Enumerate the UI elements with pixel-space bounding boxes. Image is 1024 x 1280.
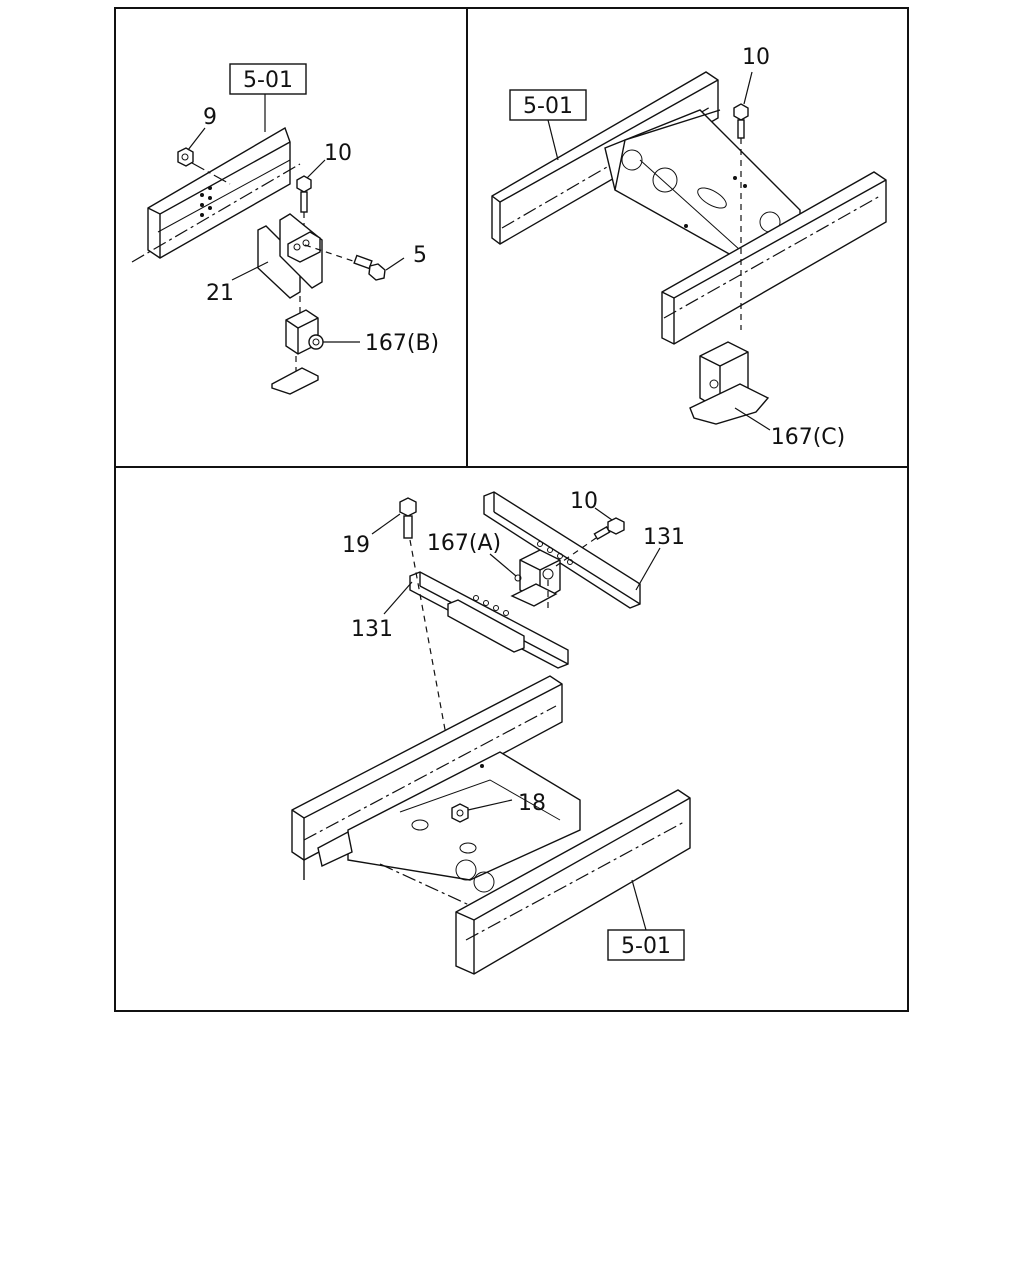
bracket-131-right: 131 (483, 491, 685, 609)
rail-centerline (131, 163, 301, 263)
callout-10-tl: 10 (324, 141, 352, 166)
bolt-5: 5 (304, 243, 427, 281)
callout-18: 18 (518, 791, 546, 816)
panel-top-left: 5-01 9 10 21 (131, 63, 439, 395)
diagram-outer-frame (114, 7, 909, 1012)
frame-ref-box-3: 5-01 (607, 879, 685, 961)
panel-top-right: 5-01 10 167(C) (491, 45, 887, 450)
callout-167c: 167(C) (771, 425, 846, 450)
callout-19: 19 (342, 533, 370, 558)
frame-ref-box-2: 5-01 (509, 89, 587, 161)
bolt-10-bottom: 10 (555, 489, 625, 567)
cushion-167b: 167(B) (271, 296, 439, 395)
callout-10-tr: 10 (742, 45, 770, 70)
callout-167a: 167(A) (427, 531, 501, 556)
bracket-21: 21 (206, 213, 323, 306)
cushion-167a: 167(A) (427, 531, 561, 612)
callout-5: 5 (413, 243, 427, 268)
bolt-10-top-left: 10 (296, 141, 352, 240)
cushion-167c: 167(C) (689, 341, 846, 450)
crossmember (604, 109, 801, 261)
callout-131-right: 131 (643, 525, 685, 550)
callout-167b: 167(B) (365, 331, 439, 356)
frame-ref-label-3: 5-01 (621, 934, 671, 959)
bolt-10-top-right: 10 (733, 45, 770, 330)
panel-bottom: 131 167(A) 10 (291, 489, 691, 975)
frame-ref-box-1: 5-01 (229, 63, 307, 132)
callout-10-bottom: 10 (570, 489, 598, 514)
nut-18: 18 (451, 791, 546, 823)
chassis-frame-bottom (291, 675, 691, 975)
nut-9: 9 (177, 105, 231, 185)
frame-ref-label-1: 5-01 (243, 68, 293, 93)
callout-21: 21 (206, 281, 234, 306)
frame-ref-label-2: 5-01 (523, 94, 573, 119)
frame-rail-left (147, 126, 291, 259)
bracket-131-left: 131 (351, 571, 569, 669)
callout-131-left: 131 (351, 617, 393, 642)
frame-rail-lower (661, 171, 887, 345)
callout-9: 9 (203, 105, 217, 130)
